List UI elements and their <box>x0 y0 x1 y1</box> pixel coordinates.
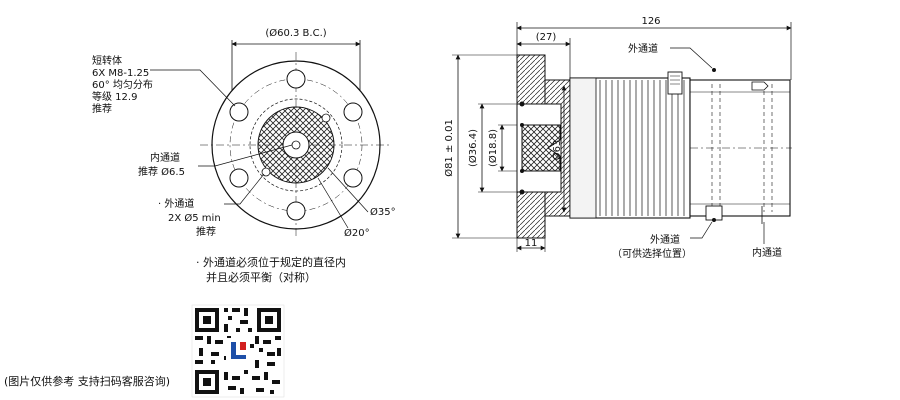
dia-18-text: (Ø18.8) <box>487 129 499 167</box>
cooling-fins <box>599 80 685 216</box>
angle-35-text: Ø35° <box>370 206 396 218</box>
side-view: 126 (27) Ø81 ± 0.01 (Ø36.4) (Ø18.8) <box>443 16 792 260</box>
angle-20-text: Ø20° <box>344 227 370 239</box>
outer-channel-top-label: 外通道 <box>628 42 713 69</box>
label-line: 内通道 <box>150 151 180 164</box>
note-line: 并且必须平衡（对称） <box>206 270 316 284</box>
bolt-hole <box>229 168 249 188</box>
outer-top-text: 外通道 <box>628 42 658 55</box>
label-line: 短转体 <box>92 54 122 67</box>
bolt-circle-text: (Ø60.3 B.C.) <box>265 27 326 39</box>
outer-channel-label: · 外通道 2X Ø5 min 推荐 <box>158 173 265 238</box>
inner-bottom-text: 内通道 <box>752 246 782 259</box>
outer-bottom-text-1: 外通道 <box>650 233 680 246</box>
bolt-hole <box>343 102 363 122</box>
front-view: (Ø60.3 B.C.) 短转体 6X M8-1.25 60° 均匀分布 <box>92 27 396 284</box>
outer-channel-bottom-label: 外通道 （可供选择位置） <box>612 221 713 260</box>
label-line: 60° 均匀分布 <box>92 79 153 91</box>
dia-18-dimension: (Ø18.8) <box>487 124 522 172</box>
bolt-holes <box>229 69 363 221</box>
qr-center-logo-icon <box>226 338 250 362</box>
bolt-circle-dimension: (Ø60.3 B.C.) <box>231 27 361 95</box>
dia-36-dimension: (Ø36.4) <box>467 103 520 193</box>
label-line: 推荐 <box>196 225 216 238</box>
inner-channel-bottom-label: 内通道 <box>752 222 782 259</box>
label-line: 2X Ø5 min <box>168 212 221 224</box>
short-rotor-label: 短转体 6X M8-1.25 60° 均匀分布 等级 12.9 推荐 <box>92 54 236 115</box>
qr-finder <box>195 370 219 394</box>
label-line: 推荐 <box>92 102 112 115</box>
dia-63-dimension: Ø63 <box>551 85 567 213</box>
outer-channel-hole <box>321 113 331 123</box>
dia-63-text: Ø63 <box>551 140 563 161</box>
outer-dia-text: Ø81 ± 0.01 <box>443 119 455 177</box>
outer-bottom-text-2: （可供选择位置） <box>612 247 692 260</box>
front-view-note: · 外通道必须位于规定的直径内 并且必须平衡（对称） <box>196 255 346 284</box>
overall-length-dimension: 126 <box>516 16 792 80</box>
rotary-body <box>569 68 792 224</box>
bolt-hole <box>229 102 249 122</box>
inner-channel-hole <box>291 140 301 150</box>
dia-36-text: (Ø36.4) <box>467 129 479 167</box>
label-line: 6X M8-1.25 <box>92 68 149 79</box>
footer-caption: (图片仅供参考 支持扫码客服咨询) <box>4 374 170 388</box>
inner-channel-label: 内通道 推荐 Ø6.5 <box>138 144 293 178</box>
bolt-hole <box>286 201 306 221</box>
note-line: · 外通道必须位于规定的直径内 <box>196 255 346 269</box>
outer-channel-circle <box>249 98 343 192</box>
qr-modules <box>195 308 281 394</box>
flange-length-text: (27) <box>536 32 557 43</box>
bolt-hole <box>343 168 363 188</box>
flange-length-dimension: (27) <box>516 32 571 78</box>
outer-dia-dimension: Ø81 ± 0.01 <box>443 54 520 239</box>
dim-11-text: 11 <box>525 238 538 249</box>
angle-callouts: Ø35° Ø20° <box>317 167 396 239</box>
dim-11: 11 <box>516 238 546 252</box>
qr-finder <box>195 308 219 332</box>
label-line: · 外通道 <box>158 197 194 210</box>
bolt-hole <box>286 69 306 89</box>
qr-code[interactable] <box>191 304 285 398</box>
qr-finder <box>257 308 281 332</box>
label-line: 等级 12.9 <box>92 90 137 103</box>
label-line: 推荐 Ø6.5 <box>138 165 185 178</box>
overall-length-text: 126 <box>641 16 660 27</box>
